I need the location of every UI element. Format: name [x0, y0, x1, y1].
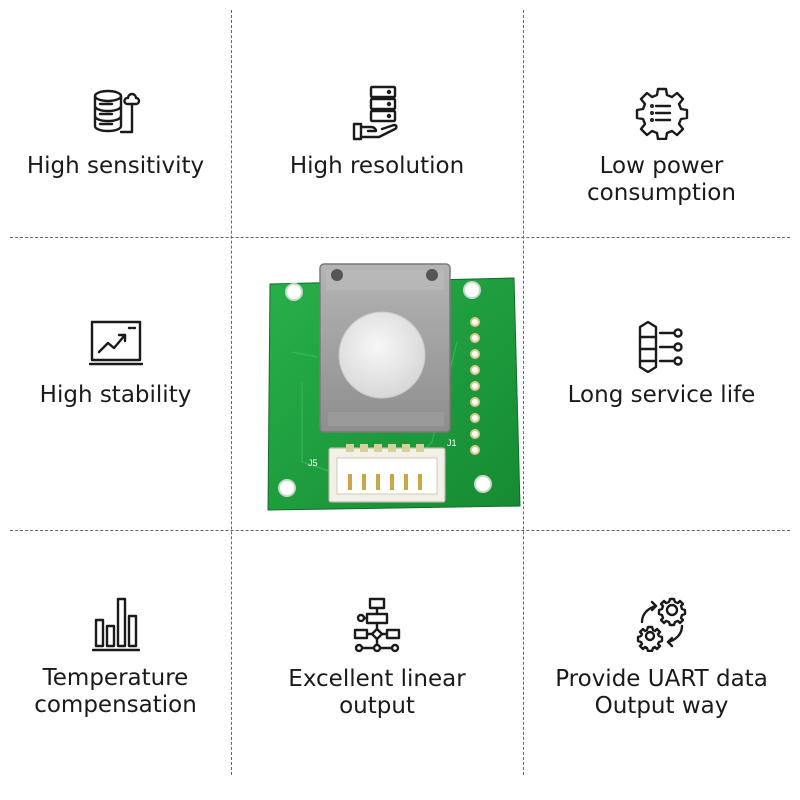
bar-chart-icon — [91, 596, 140, 652]
feature-label: Long service life — [567, 382, 756, 408]
grid-divider-horizontal-1 — [10, 237, 790, 238]
feature-label: High stability — [39, 382, 192, 408]
feature-low-power: Low power consumption — [523, 0, 800, 237]
sensor-module-image: J1 J5 — [262, 262, 527, 512]
server-hand-icon — [351, 84, 403, 142]
feature-temperature-compensation: Temperature compensation — [0, 530, 231, 800]
grid-divider-vertical-1 — [231, 10, 232, 775]
flowchart-icon — [353, 596, 401, 654]
feature-high-resolution: High resolution — [231, 0, 523, 237]
feature-label: High sensitivity — [26, 153, 205, 179]
feature-long-service-life: Long service life — [523, 237, 800, 530]
feature-linear-output: Excellent linear output — [231, 530, 523, 800]
j5-label: J5 — [308, 458, 318, 468]
stacked-nodes-icon — [638, 319, 686, 373]
feature-label: Provide UART data Output way — [555, 666, 768, 719]
feature-label: Low power consumption — [587, 153, 736, 206]
trend-chart-icon — [88, 319, 143, 367]
grid-divider-horizontal-2 — [10, 530, 790, 531]
feature-high-stability: High stability — [0, 237, 231, 530]
feature-uart: Provide UART data Output way — [523, 530, 800, 800]
j1-label: J1 — [447, 438, 457, 448]
feature-high-sensitivity: High sensitivity — [0, 0, 231, 237]
gears-cycle-icon — [636, 596, 688, 652]
gear-list-icon — [635, 86, 689, 140]
feature-label: Temperature compensation — [34, 665, 197, 718]
grid-divider-vertical-2 — [523, 10, 524, 775]
feature-label: High resolution — [289, 153, 465, 179]
database-cloud-icon — [88, 84, 144, 142]
feature-label: Excellent linear output — [288, 666, 466, 719]
